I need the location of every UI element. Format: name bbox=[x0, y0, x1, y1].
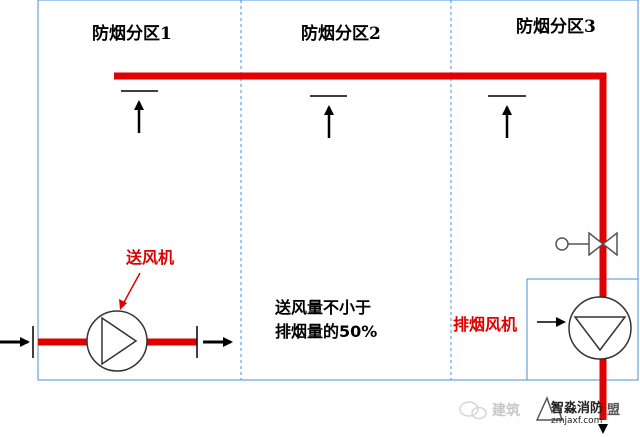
watermark-text-3: 盟 bbox=[607, 403, 621, 418]
smoke-inlet-3 bbox=[488, 95, 526, 138]
airflow-note-line1: 送风量不小于 bbox=[275, 298, 372, 317]
damper-valve bbox=[555, 231, 618, 257]
exhaust-fan-label: 排烟风机 bbox=[453, 315, 518, 334]
exhaust-duct bbox=[114, 72, 607, 420]
watermark-url: zmjaxf.com bbox=[551, 416, 603, 426]
airflow-note-line2: 排烟量的50% bbox=[275, 322, 378, 341]
watermark-logo-icon bbox=[535, 396, 564, 421]
supply-fan bbox=[86, 310, 148, 372]
building-outline bbox=[37, 0, 639, 381]
supply-fan-pointer-head bbox=[119, 299, 127, 310]
smoke-inlet-1 bbox=[121, 90, 158, 133]
watermark-text-2: 智淼消防 bbox=[551, 401, 604, 416]
zone-label-1: 防烟分区1 bbox=[92, 24, 172, 44]
exhaust-fan bbox=[568, 296, 632, 360]
supply-fan-label: 送风机 bbox=[126, 248, 175, 267]
airflow-note: 送风量不小于 排烟量的50% bbox=[275, 296, 377, 344]
watermark-chat-icon bbox=[459, 401, 487, 420]
zone-label-3: 防烟分区3 bbox=[516, 17, 596, 37]
watermark-text-1: 建筑 bbox=[492, 403, 520, 419]
smoke-inlet-2 bbox=[310, 95, 347, 138]
supply-fan-pointer bbox=[122, 272, 141, 305]
zone-label-2: 防烟分区2 bbox=[301, 24, 381, 44]
fan-room bbox=[526, 278, 639, 381]
exhaust-outlet-arrow bbox=[598, 424, 608, 434]
